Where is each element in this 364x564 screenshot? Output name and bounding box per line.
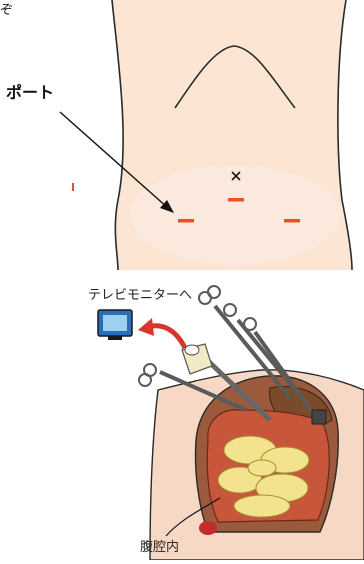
red-spot	[199, 521, 217, 535]
margin-mark	[72, 183, 74, 191]
port-mark-center	[228, 198, 244, 202]
port-mark-right	[284, 219, 300, 223]
monitor-arrowhead	[138, 318, 154, 336]
laparoscopy-diagram	[0, 270, 364, 560]
cropped-side-text: ぞ	[0, 4, 20, 18]
laparoscopy-illustration	[0, 270, 364, 560]
abdomen-port-diagram	[0, 0, 364, 270]
intra-abdomen-label: 腹腔内	[140, 536, 179, 555]
abdomen-illustration	[0, 0, 364, 270]
port-label: ポート	[6, 79, 54, 103]
tv-monitor-icon	[98, 310, 132, 340]
port-mark-left	[178, 219, 194, 223]
tv-monitor-label: テレビモニターへ	[88, 284, 192, 303]
belly-shading	[130, 165, 340, 265]
